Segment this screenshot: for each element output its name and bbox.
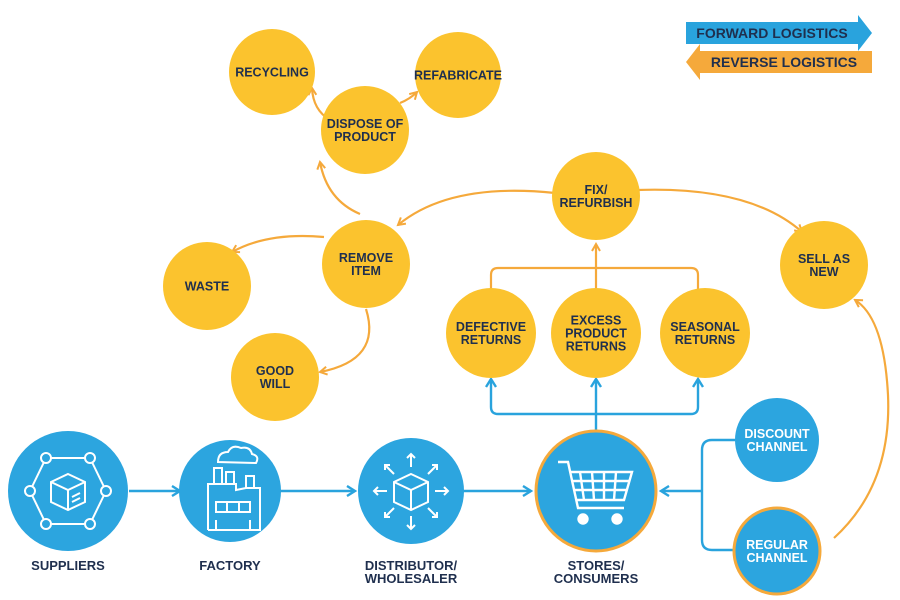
node-seasonal-circle (660, 288, 750, 378)
node-recycling-label: RECYCLING (235, 66, 309, 80)
node-dispose-circle (321, 86, 409, 174)
channel-bracket (700, 438, 735, 552)
node-regular-circle (732, 506, 822, 596)
node-suppliers: SUPPLIERS (8, 431, 128, 573)
node-factory-circle (179, 440, 281, 542)
node-defective-circle (446, 288, 536, 378)
arrow-stores-to-defective (491, 379, 596, 416)
forward-connectors (129, 379, 735, 552)
legend: FORWARD LOGISTICS REVERSE LOGISTICS (686, 15, 872, 80)
arrow-regular-to-sell (833, 300, 890, 539)
node-distributor: DISTRIBUTOR/WHOLESALER (358, 438, 464, 586)
factory-icon (207, 445, 261, 531)
node-refabricate-circle (415, 32, 501, 118)
node-fix-refurbish: FIX/REFURBISH (552, 152, 640, 240)
node-fix-label: FIX/REFURBISH (560, 183, 633, 210)
node-recycling: RECYCLING (229, 29, 315, 115)
legend-forward-label: FORWARD LOGISTICS (696, 25, 847, 41)
arrow-fix-to-remove (398, 189, 556, 225)
node-distributor-label: DISTRIBUTOR/WHOLESALER (365, 558, 458, 586)
node-fix-circle (552, 152, 640, 240)
distribution-box-icon (372, 452, 450, 531)
node-discount-circle (735, 398, 819, 482)
node-remove-circle (322, 220, 410, 308)
forward-arrow-shape (686, 15, 872, 51)
arrow-remove-to-waste (232, 234, 325, 252)
node-recycling-circle (229, 29, 315, 115)
node-waste-label: WASTE (185, 280, 229, 294)
arrow-dispose-to-refabricate (399, 92, 417, 105)
legend-reverse: REVERSE LOGISTICS (686, 44, 872, 80)
legend-forward: FORWARD LOGISTICS (686, 15, 872, 51)
arrow-stores-to-seasonal (596, 379, 698, 416)
node-refabricate: REFABRICATE (414, 32, 502, 118)
node-factory: FACTORY (179, 440, 281, 573)
node-suppliers-label: SUPPLIERS (31, 558, 105, 573)
reverse-arrow-shape (686, 44, 872, 80)
legend-reverse-label: REVERSE LOGISTICS (711, 54, 857, 70)
node-stores-label: STORES/CONSUMERS (554, 558, 639, 586)
arrow-remove-to-dispose (320, 162, 361, 216)
node-excess-circle (551, 288, 641, 378)
node-stores: STORES/CONSUMERS (534, 429, 658, 586)
node-factory-label: FACTORY (199, 558, 261, 573)
shopping-cart-icon (558, 460, 634, 525)
node-waste-circle (163, 242, 251, 330)
network-box-icon (24, 452, 112, 530)
reverse-connectors (232, 88, 890, 539)
returns-bracket (489, 266, 700, 289)
node-refabricate-label: REFABRICATE (414, 69, 502, 83)
arrow-fix-to-sell (636, 188, 802, 232)
node-waste: WASTE (163, 242, 251, 330)
arrow-remove-to-goodwill (320, 308, 371, 372)
node-goodwill-circle (231, 333, 319, 421)
node-sell-circle (780, 221, 868, 309)
